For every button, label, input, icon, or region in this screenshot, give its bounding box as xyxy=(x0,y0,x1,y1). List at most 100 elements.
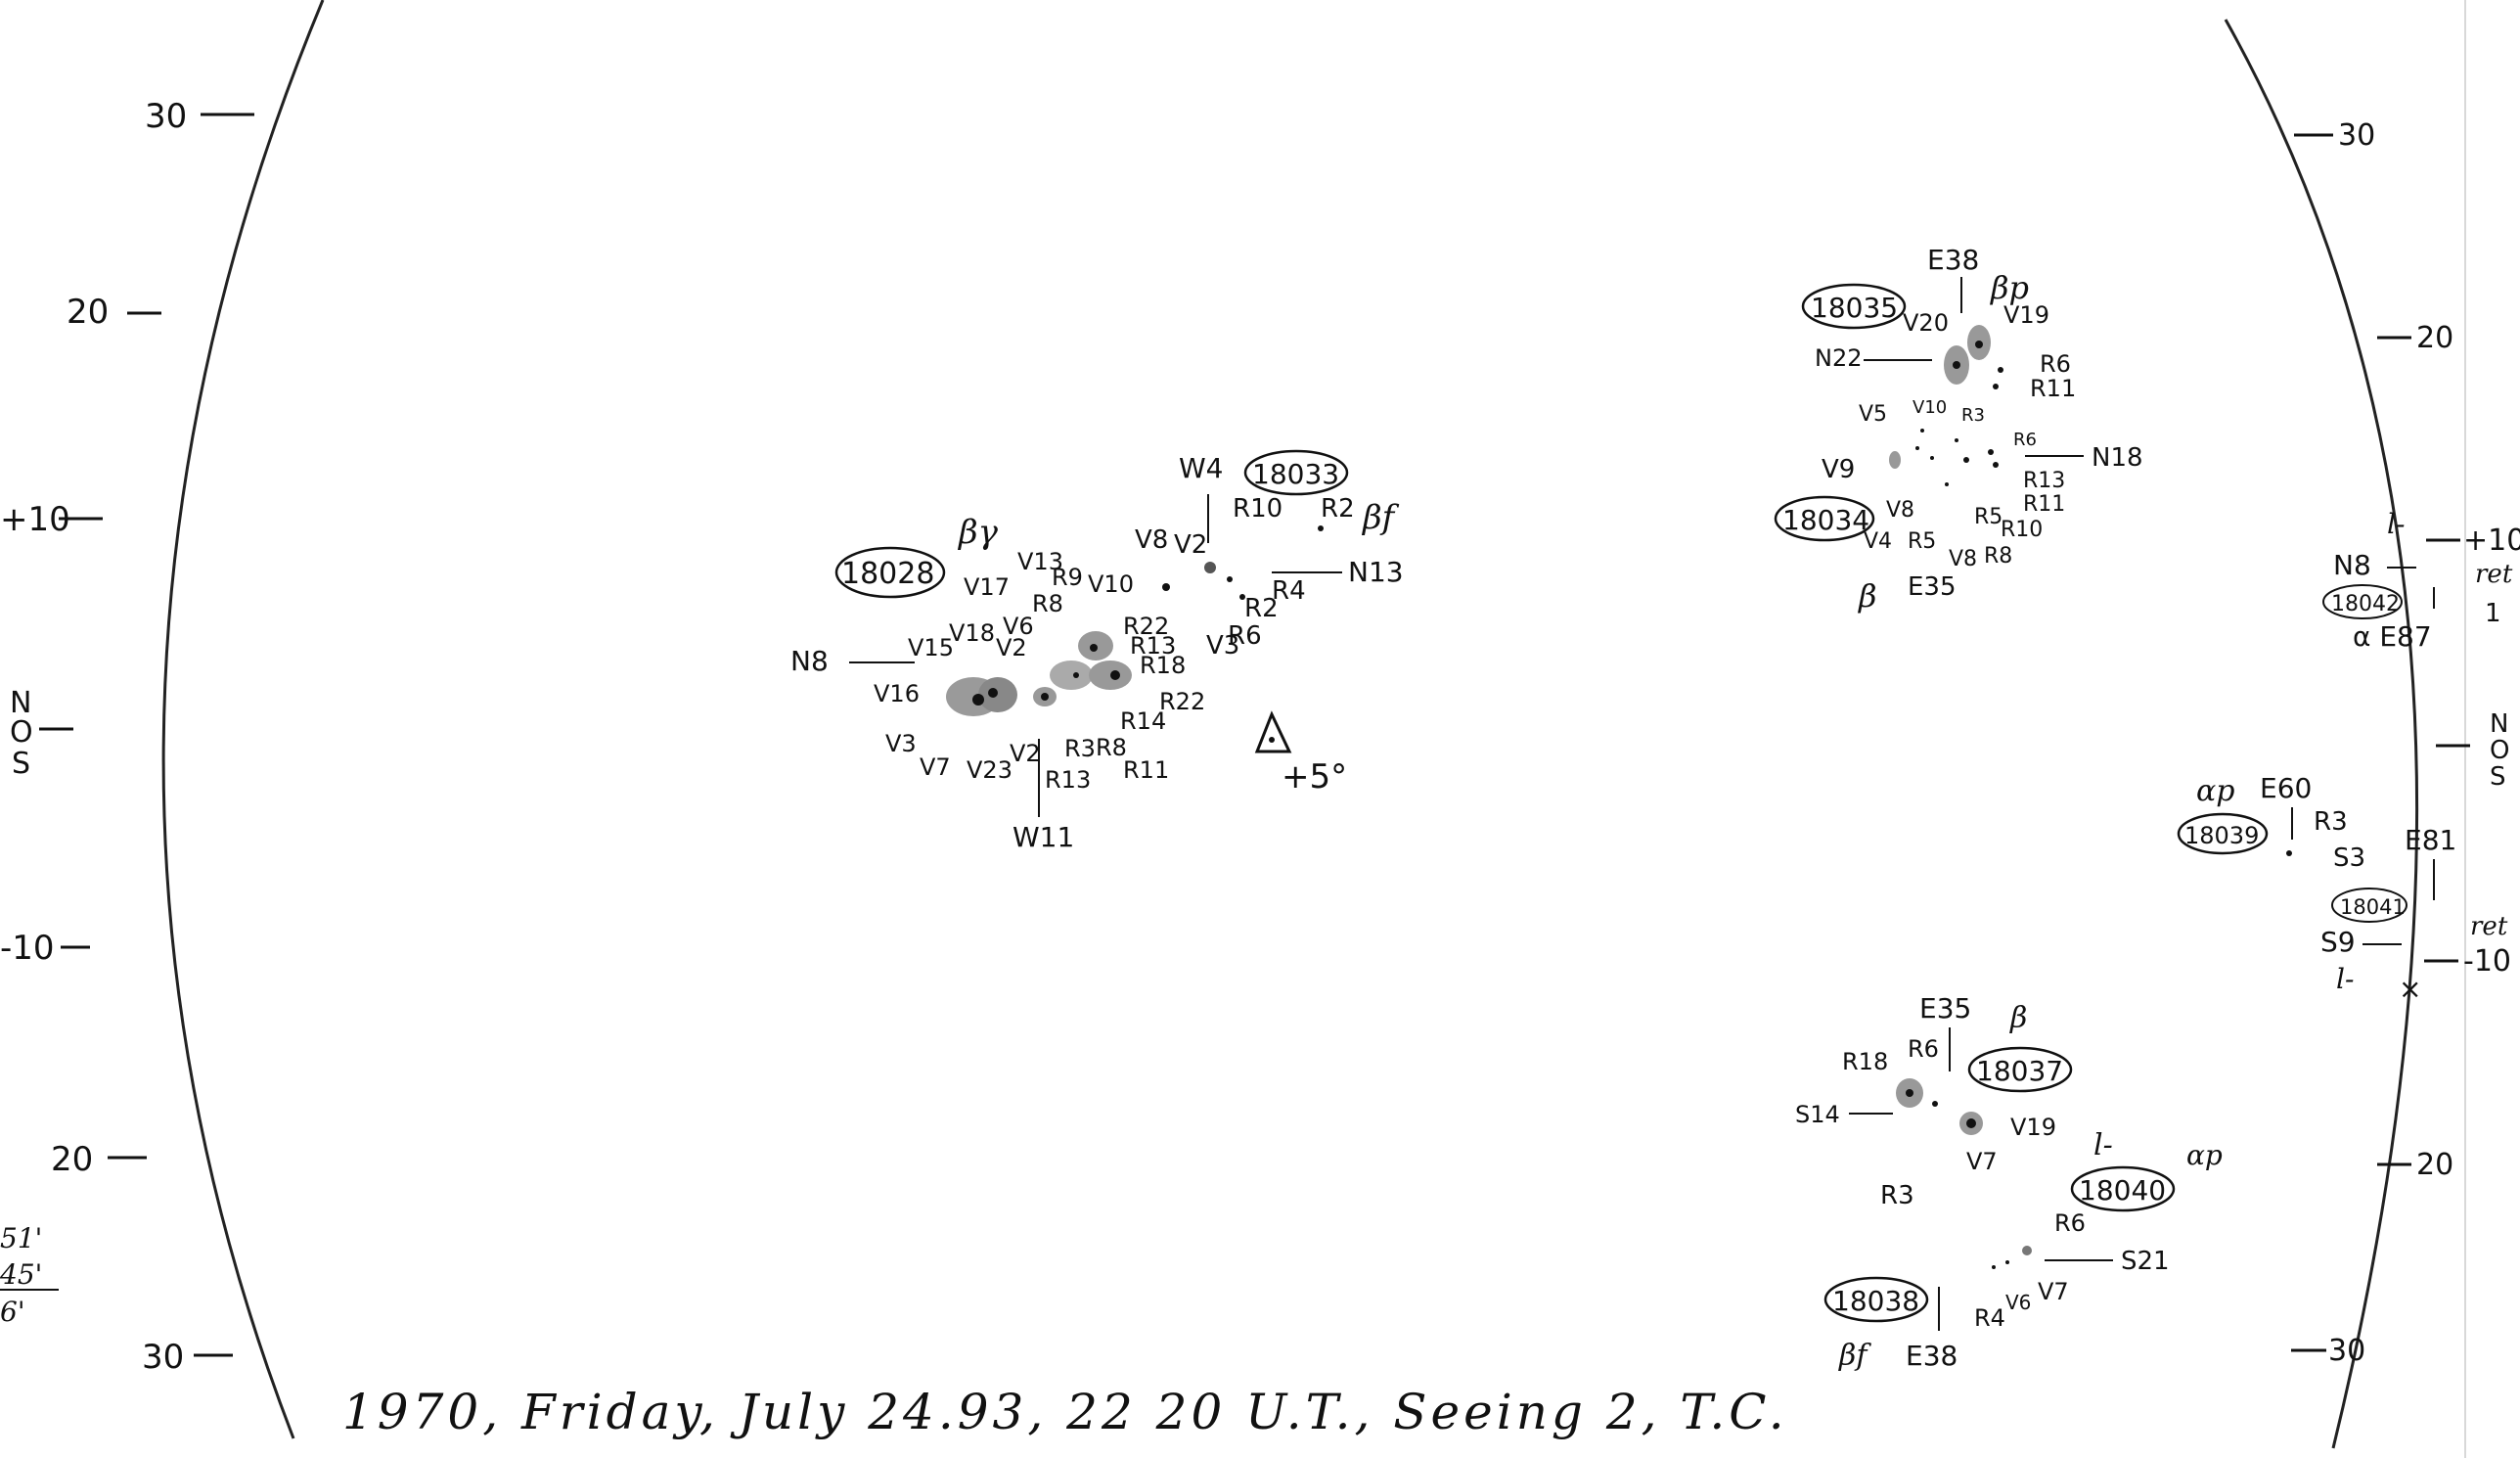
solar-limb-right xyxy=(2224,19,2419,1449)
svg-text:E60: E60 xyxy=(2260,772,2312,804)
svg-text:βf: βf xyxy=(1361,498,1400,537)
svg-text:N18: N18 xyxy=(2092,443,2143,473)
svg-text:R3: R3 xyxy=(1880,1181,1914,1210)
svg-text:ret: ret xyxy=(2475,560,2513,589)
sunspot-group-18037: 18037 β E35 R18 R6 S14 V19 V7 xyxy=(1795,992,2073,1175)
svg-text:18040: 18040 xyxy=(2079,1174,2166,1207)
svg-text:-10: -10 xyxy=(2463,944,2511,979)
svg-text:20: 20 xyxy=(2416,321,2453,355)
svg-text:R5: R5 xyxy=(1974,505,2002,529)
lat-label: S xyxy=(12,747,30,781)
svg-text:R18: R18 xyxy=(1842,1048,1888,1075)
svg-text:E35: E35 xyxy=(1919,992,1971,1025)
svg-text:V2: V2 xyxy=(1010,740,1041,767)
svg-text:V10: V10 xyxy=(1088,570,1134,598)
sunspot-group-18035: 18035 βp E38 V20 V19 N22 R6 R11 xyxy=(1801,244,2076,402)
svg-text:45': 45' xyxy=(0,1258,42,1291)
svg-text:E35: E35 xyxy=(1908,572,1957,602)
svg-text:N13: N13 xyxy=(1348,556,1404,588)
svg-text:l-: l- xyxy=(2093,1128,2113,1162)
svg-text:R6: R6 xyxy=(1228,621,1262,651)
svg-text:18038: 18038 xyxy=(1832,1285,1919,1317)
orientation-mark: +5° xyxy=(1254,710,1347,797)
svg-text:R9: R9 xyxy=(1052,564,1083,591)
svg-text:N22: N22 xyxy=(1815,344,1863,372)
lat-label: 30 xyxy=(142,1338,184,1377)
svg-text:O: O xyxy=(2490,736,2509,765)
edge-notes-left: 51' 45' 6' xyxy=(0,1222,59,1328)
svg-text:l-: l- xyxy=(2387,508,2405,540)
svg-text:18035: 18035 xyxy=(1811,292,1898,324)
svg-text:R8: R8 xyxy=(1096,734,1127,761)
svg-text:E38: E38 xyxy=(1906,1340,1958,1372)
svg-text:18037: 18037 xyxy=(1976,1055,2063,1087)
svg-text:R14: R14 xyxy=(1120,707,1166,735)
svg-text:V9: V9 xyxy=(1822,455,1855,484)
svg-text:18039: 18039 xyxy=(2184,822,2259,849)
sunspot-group-18040: 18040 αp l- R6 S21 V7 V6 R4 xyxy=(1974,1128,2223,1332)
svg-text:V19: V19 xyxy=(2003,301,2049,329)
svg-text:W4: W4 xyxy=(1179,452,1224,484)
svg-text:S14: S14 xyxy=(1795,1101,1840,1128)
svg-text:18028: 18028 xyxy=(841,557,934,591)
svg-text:R8: R8 xyxy=(1984,544,2012,569)
svg-text:α E87: α E87 xyxy=(2353,620,2432,653)
svg-text:R13: R13 xyxy=(1130,632,1176,660)
svg-text:S9: S9 xyxy=(2320,926,2356,958)
svg-text:51': 51' xyxy=(0,1222,42,1254)
svg-text:βf: βf xyxy=(1838,1339,1871,1373)
svg-text:V15: V15 xyxy=(908,634,954,661)
svg-text:E81: E81 xyxy=(2405,824,2456,856)
svg-text:R22: R22 xyxy=(1123,613,1169,640)
svg-text:1: 1 xyxy=(2485,599,2501,628)
svg-text:αp: αp xyxy=(2196,774,2234,808)
svg-text:V7: V7 xyxy=(1966,1148,1998,1175)
lat-label: 30 xyxy=(145,97,187,136)
latitude-scale-left: 30 20 +10 N O S -10 20 30 xyxy=(0,97,254,1377)
svg-text:R18: R18 xyxy=(1140,652,1186,679)
svg-text:30: 30 xyxy=(2328,1334,2365,1368)
svg-text:30: 30 xyxy=(2338,118,2375,153)
svg-text:R10: R10 xyxy=(1233,494,1282,524)
svg-text:V18: V18 xyxy=(949,619,995,647)
svg-text:V17: V17 xyxy=(964,573,1010,601)
svg-text:R8: R8 xyxy=(1032,590,1063,617)
svg-text:β: β xyxy=(2009,1001,2027,1035)
svg-text:V3: V3 xyxy=(1206,631,1239,661)
svg-text:V19: V19 xyxy=(2010,1114,2056,1141)
svg-text:R5: R5 xyxy=(1908,529,1936,554)
svg-text:+10: +10 xyxy=(2463,524,2520,558)
svg-text:V6: V6 xyxy=(1003,613,1034,640)
svg-text:αp: αp xyxy=(2186,1139,2223,1171)
svg-text:S21: S21 xyxy=(2121,1247,2170,1276)
svg-text:R3: R3 xyxy=(2314,807,2348,837)
svg-text:R4: R4 xyxy=(1272,576,1306,606)
svg-text:R3: R3 xyxy=(1961,405,1985,426)
svg-text:V16: V16 xyxy=(874,680,920,707)
svg-text:V7: V7 xyxy=(920,753,951,781)
latitude-scale-right: 30 20 +10 N O S -10 20 30 xyxy=(2291,118,2520,1368)
svg-text:R3: R3 xyxy=(1064,735,1096,762)
sunspot-group-18038: 18038 R3 βf E38 xyxy=(1823,1181,1958,1373)
svg-text:V2: V2 xyxy=(1174,530,1207,560)
svg-text:×: × xyxy=(2399,973,2421,1005)
svg-text:6': 6' xyxy=(0,1296,25,1328)
solar-limb-left xyxy=(161,0,325,1439)
svg-text:V3: V3 xyxy=(885,730,917,757)
edge-notes-right: l- N8 18042 ret 1 α E87 E81 18041 S9 ret… xyxy=(2320,508,2513,1005)
svg-text:R2: R2 xyxy=(1321,494,1355,524)
svg-text:V2: V2 xyxy=(996,634,1027,661)
svg-text:R2: R2 xyxy=(1244,594,1279,623)
svg-text:βγ: βγ xyxy=(957,513,999,552)
lat-label: +10 xyxy=(0,500,70,539)
svg-text:l-: l- xyxy=(2336,963,2354,995)
sunspot-group-18034: 18034 β V5 V10 R3 R6 N18 V9 R13 R11 V8 R… xyxy=(1774,397,2143,615)
lat-label: -10 xyxy=(0,929,55,968)
svg-text:β: β xyxy=(1858,577,1877,615)
svg-text:V8: V8 xyxy=(1949,547,1977,571)
svg-text:R11: R11 xyxy=(2023,492,2065,517)
svg-text:18042: 18042 xyxy=(2331,592,2400,616)
svg-text:R22: R22 xyxy=(1159,688,1205,715)
svg-text:R11: R11 xyxy=(1123,756,1169,784)
